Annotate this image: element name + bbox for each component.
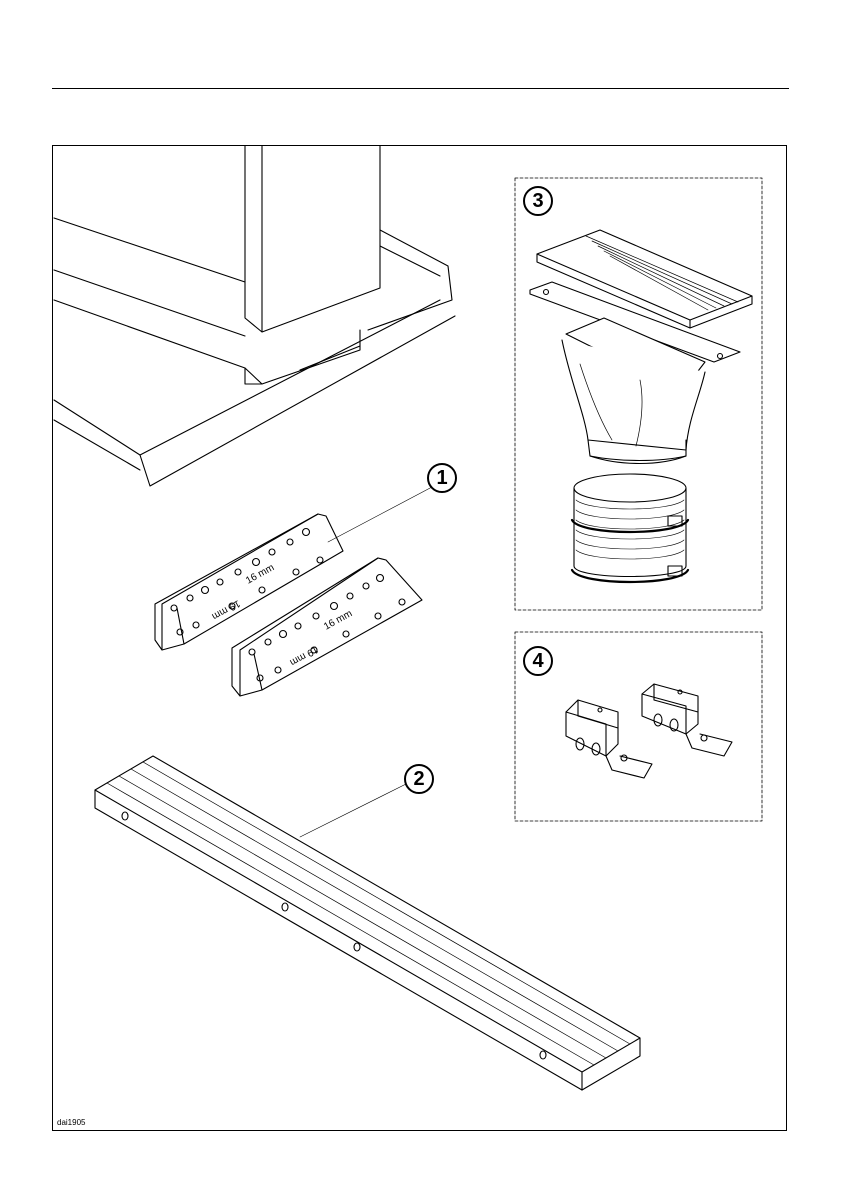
plinth-rail [95,756,640,1090]
callout-1: 1 [427,463,457,493]
appliance-illustration [54,146,455,486]
callout-4: 4 [523,646,553,676]
callout-2-leader [300,784,406,837]
callout-2: 2 [404,764,434,794]
mounting-clips [566,684,732,778]
figure-reference-code: dai1905 [57,1118,85,1127]
vent-grille-kit [530,230,752,582]
mounting-bracket-set: 16 mm 16 mm 19 mm 19 mm [155,487,432,696]
callout-3: 3 [523,186,553,216]
callout-1-leader [328,487,432,542]
